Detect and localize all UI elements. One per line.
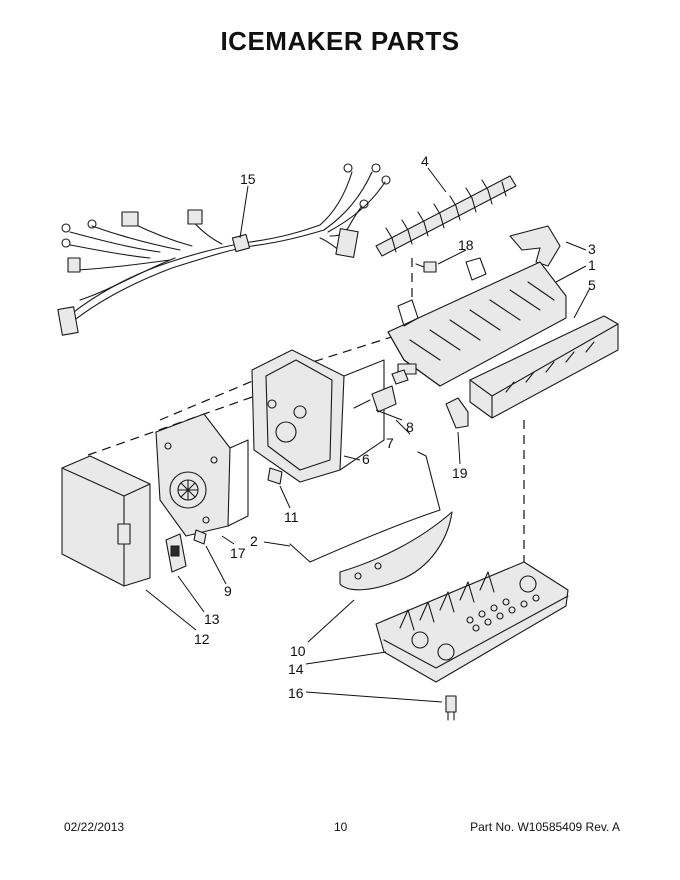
mold-cover	[469, 315, 619, 419]
screw-18	[415, 261, 437, 273]
callout-9: 9	[224, 583, 232, 599]
control-housing	[251, 349, 385, 483]
part-number-label: Part No.	[470, 820, 515, 834]
on-off-switch	[165, 533, 187, 573]
callout-15: 15	[240, 171, 256, 187]
callout-4: 4	[421, 153, 429, 169]
callout-12: 12	[194, 631, 210, 647]
base-tray	[375, 561, 569, 683]
callout-14: 14	[288, 661, 304, 677]
page-title: ICEMAKER PARTS	[220, 26, 460, 56]
callout-16: 16	[288, 685, 304, 701]
callout-18: 18	[458, 237, 474, 253]
footer-part-info: Part No. W10585409 Rev. A	[470, 820, 620, 834]
screw-9	[193, 529, 207, 545]
callout-11: 11	[284, 509, 299, 525]
thermostat-parts	[353, 369, 409, 413]
callout-numbers: 4 15 18 3 1 5 7 8 6 19 11 2 17 9 13 12 1…	[194, 153, 596, 701]
callout-8: 8	[406, 419, 414, 435]
callout-2: 2	[250, 533, 258, 549]
callout-19: 19	[452, 465, 468, 481]
wire-harness	[57, 163, 391, 336]
callout-17: 17	[230, 545, 246, 561]
feeler-arm	[289, 451, 441, 563]
callout-13: 13	[204, 611, 220, 627]
footer-date: 02/22/2013	[64, 820, 125, 834]
mounting-bracket	[509, 225, 561, 267]
part-number-value: W10585409	[517, 820, 583, 834]
screw-11	[267, 467, 283, 485]
ejector-shaft	[375, 175, 517, 257]
callout-7: 7	[386, 435, 394, 451]
callout-3: 3	[588, 241, 596, 257]
front-cover	[61, 455, 151, 587]
screw-16	[445, 695, 457, 721]
revision: Rev. A	[585, 820, 620, 834]
alignment-lines	[87, 258, 525, 570]
callout-1: 1	[588, 257, 596, 273]
callout-5: 5	[588, 277, 596, 293]
callout-6: 6	[362, 451, 370, 467]
ice-mold	[387, 257, 567, 387]
footer-page-number: 10	[334, 820, 348, 834]
motor-module	[155, 413, 249, 537]
shutoff-arm	[339, 511, 453, 591]
callout-10: 10	[290, 643, 306, 659]
wire-clip	[445, 397, 469, 429]
leader-lines	[145, 167, 591, 703]
